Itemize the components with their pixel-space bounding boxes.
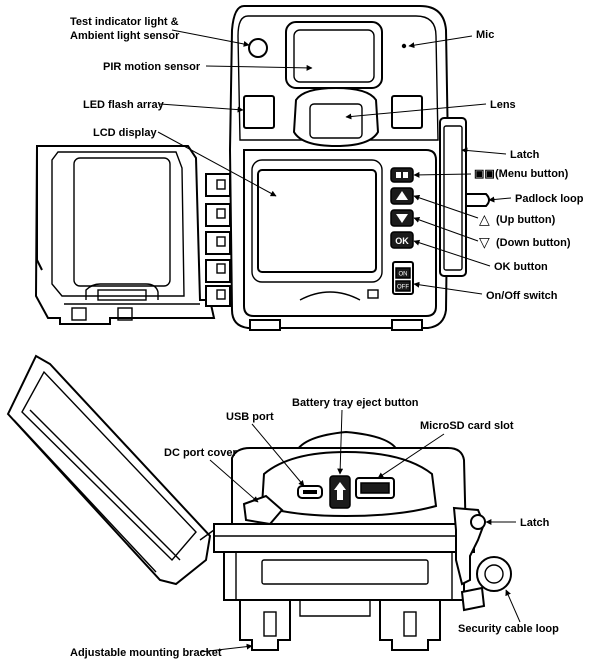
label-latch-front: Latch <box>510 149 540 161</box>
label-mounting-bracket: Adjustable mounting bracket <box>70 647 222 659</box>
label-up-button: (Up button) <box>496 214 556 226</box>
label-onoff-switch: On/Off switch <box>486 290 558 302</box>
test-indicator-light <box>248 38 268 58</box>
front-view: OK ON OFF Test indicator light & Ambient… <box>34 5 584 331</box>
label-menu-button: (Menu button) <box>495 168 569 180</box>
label-battery-eject: Battery tray eject button <box>292 397 419 409</box>
label-pir-sensor: PIR motion sensor <box>103 61 201 73</box>
ok-button-text: OK <box>395 236 409 246</box>
switch-off-text: OFF <box>397 285 409 291</box>
front-labels: Test indicator light & Ambient light sen… <box>70 16 584 302</box>
front-buttons: OK ON OFF <box>390 167 414 295</box>
bottom-door <box>6 354 215 586</box>
label-dc-port-cover: DC port cover <box>164 447 237 459</box>
lens-housing <box>292 86 380 148</box>
dc-port-cover[interactable] <box>242 494 284 526</box>
label-led-flash: LED flash array <box>83 99 165 111</box>
label-latch-bottom: Latch <box>520 517 550 529</box>
lcd-screen <box>257 169 377 273</box>
up-glyph-icon: △ <box>479 212 490 228</box>
label-test-indicator-2: Ambient light sensor <box>70 30 180 42</box>
front-camera-body <box>228 5 490 331</box>
label-test-indicator-1: Test indicator light & <box>70 16 179 28</box>
label-padlock-loop: Padlock loop <box>515 193 584 205</box>
label-microsd-slot: MicroSD card slot <box>420 420 514 432</box>
down-glyph-icon: ▽ <box>479 235 490 251</box>
menu-glyph-icon: ▣▣ <box>474 168 495 180</box>
label-lcd-display: LCD display <box>93 127 157 139</box>
bottom-camera-body <box>213 430 512 651</box>
label-down-button: (Down button) <box>496 237 571 249</box>
mounting-bracket-left[interactable] <box>239 599 291 651</box>
bottom-labels: Battery tray eject button USB port Micro… <box>70 397 559 659</box>
label-usb-port: USB port <box>226 411 274 423</box>
security-cable-loop <box>476 556 512 592</box>
label-security-cable: Security cable loop <box>458 623 559 635</box>
ok-button[interactable] <box>390 231 414 249</box>
menu-button[interactable] <box>390 167 414 183</box>
mounting-bracket-right[interactable] <box>379 599 441 651</box>
label-mic: Mic <box>476 29 494 41</box>
label-ok-button: OK button <box>494 261 548 273</box>
mic-hole <box>401 43 407 49</box>
front-door <box>34 145 231 325</box>
bottom-view: Battery tray eject button USB port Micro… <box>6 354 559 659</box>
label-lens: Lens <box>490 99 516 111</box>
switch-on-text: ON <box>399 272 408 278</box>
